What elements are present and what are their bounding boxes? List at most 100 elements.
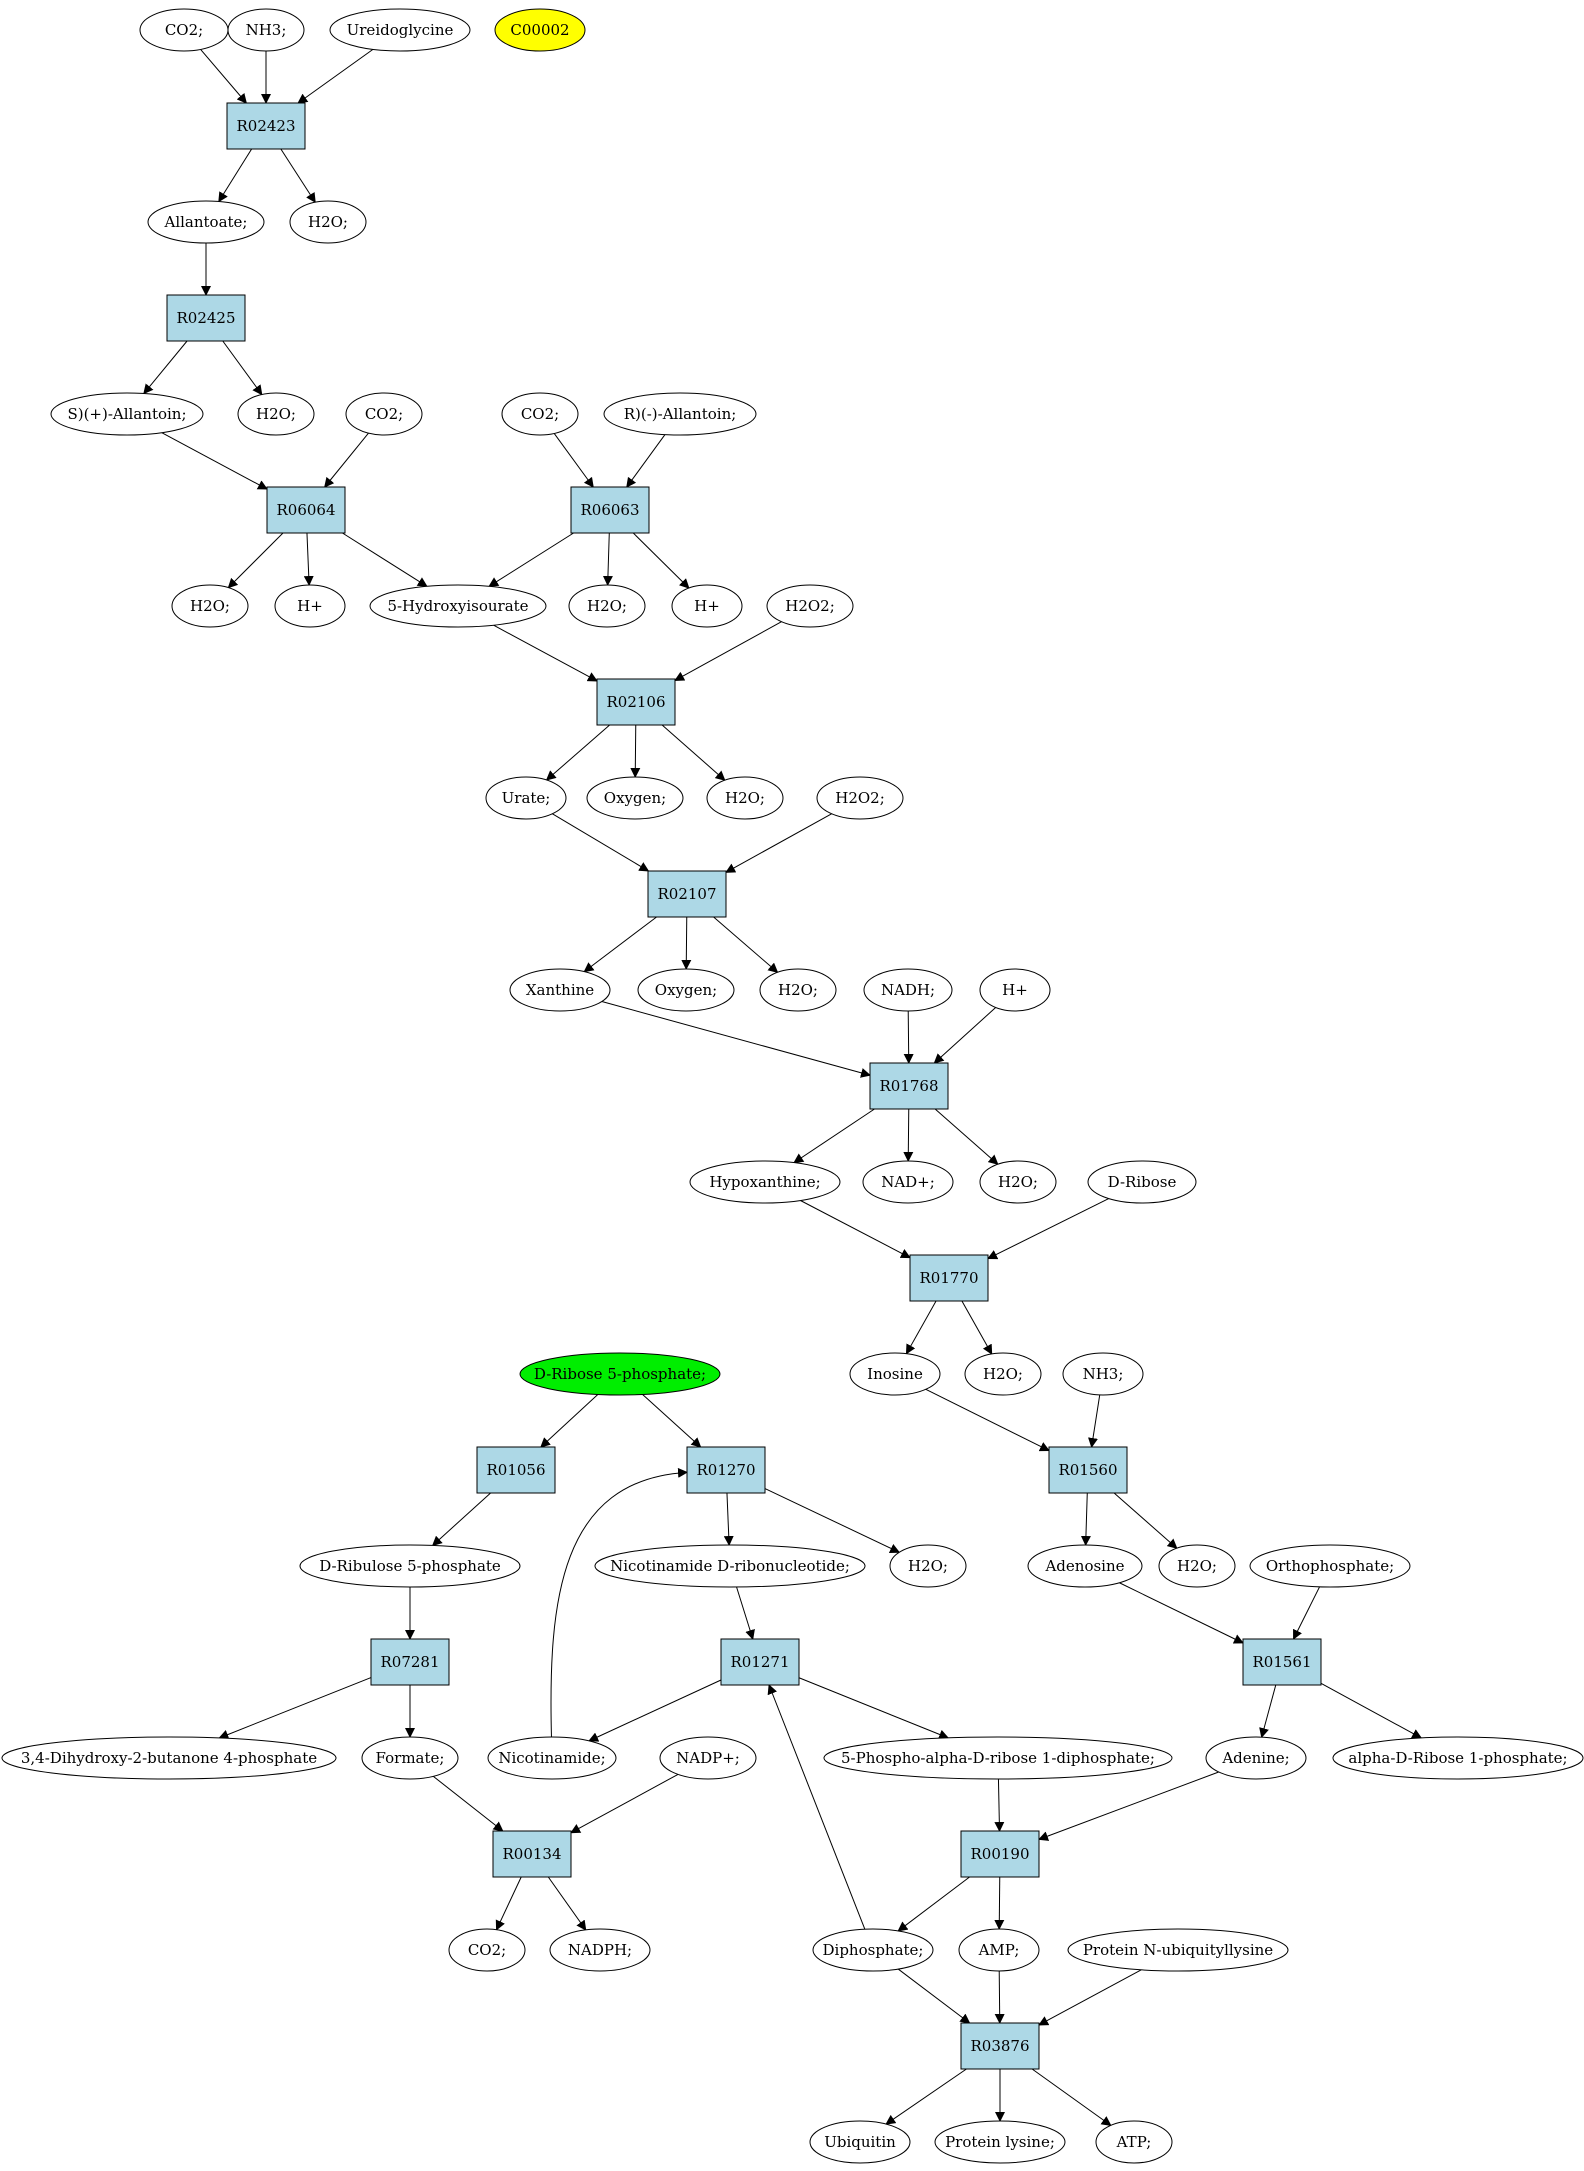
reaction-box — [492, 1830, 572, 1878]
node-label: Inosine — [867, 1365, 923, 1383]
node-label: Diphosphate; — [823, 1941, 924, 1959]
edge-diphosphate-to-r01271 — [767, 1684, 866, 1930]
node-label: R02107 — [657, 885, 716, 903]
node-label: 5-Phospho-alpha-D-ribose 1-diphosphate; — [841, 1749, 1155, 1767]
compound-node-diphosphate: Diphosphate; — [812, 1928, 934, 1972]
edge-r02106-to-urate — [545, 724, 610, 781]
edge-r06063-to-hydroxy — [488, 532, 574, 587]
compound-ellipse — [1158, 1544, 1236, 1588]
node-label: Protein N-ubiquityllysine — [1083, 1941, 1273, 1959]
node-label: H+ — [1002, 981, 1028, 999]
compound-ellipse — [1067, 1928, 1289, 1972]
compound-ellipse — [849, 1352, 941, 1396]
compound-node-ru5p: D-Ribulose 5-phosphate — [299, 1544, 521, 1588]
compound-ellipse — [1027, 1544, 1143, 1588]
edge-r02107-to-xanthine — [583, 916, 657, 973]
node-label: R01770 — [919, 1269, 978, 1287]
reaction-box — [960, 2022, 1040, 2070]
compound-node-allantoate: Allantoate; — [147, 200, 265, 244]
compound-ellipse — [50, 392, 204, 436]
edge-r02107-to-oxygen_b — [681, 916, 692, 971]
compound-node-dribose: D-Ribose — [1087, 1160, 1197, 1204]
compound-node-protlys: Protein lysine; — [934, 2120, 1066, 2164]
node-label: R03876 — [970, 2037, 1029, 2055]
edge-co2_b-to-r06064 — [324, 432, 369, 488]
node-label: Xanthine — [526, 981, 594, 999]
compound-ellipse — [863, 968, 953, 1012]
compound-node-nadplus: NAD+; — [862, 1160, 954, 1204]
edge-amp-to-r03876 — [994, 1970, 1005, 2024]
compound-ellipse — [862, 1160, 954, 1204]
compound-node-hplus_c: H+ — [979, 968, 1051, 1012]
edge-r06064-to-hydroxy — [342, 532, 428, 587]
compound-node-formate: Formate; — [361, 1736, 459, 1780]
node-label: Adenine; — [1221, 1749, 1289, 1767]
node-label: H+ — [297, 597, 323, 615]
compound-ellipse — [274, 584, 346, 628]
compound-ellipse — [586, 776, 684, 820]
compound-node-r5p: D-Ribose 5-phosphate; — [519, 1352, 721, 1396]
node-label: alpha-D-Ribose 1-phosphate; — [1348, 1749, 1567, 1767]
node-label: S)(+)-Allantoin; — [67, 405, 186, 423]
compound-node-c00002: C00002 — [494, 8, 586, 52]
compound-ellipse — [979, 1160, 1057, 1204]
edge-r01056-to-ru5p — [431, 1492, 491, 1547]
reaction-box — [869, 1062, 949, 1110]
edge-prpp-to-r00190 — [994, 1778, 1005, 1832]
compound-node-oxygen_b: Oxygen; — [637, 968, 735, 1012]
node-label: H+ — [694, 597, 720, 615]
compound-ellipse — [329, 8, 471, 52]
edge-dribose-to-r01770 — [987, 1198, 1109, 1260]
node-label: D-Ribose — [1108, 1173, 1177, 1191]
compound-node-h2o_g: H2O; — [979, 1160, 1057, 1204]
compound-ellipse — [979, 968, 1051, 1012]
node-label: Ubiquitin — [824, 2133, 896, 2151]
compound-node-ureido: Ureidoglycine — [329, 8, 471, 52]
compound-ellipse — [1095, 2120, 1173, 2164]
reaction-node-r02106: R02106 — [596, 678, 676, 726]
node-label: R01768 — [879, 1077, 938, 1095]
edge-r01560-to-adenosine — [1080, 1492, 1091, 1547]
reaction-box — [1242, 1638, 1322, 1686]
node-label: Oxygen; — [655, 981, 717, 999]
edge-ortho-to-r01561 — [1293, 1586, 1321, 1640]
compound-node-nicotinamide: Nicotinamide; — [487, 1736, 617, 1780]
compound-ellipse — [361, 1736, 459, 1780]
edge-r01768-to-nadplus — [903, 1108, 914, 1163]
compound-ellipse — [494, 8, 586, 52]
reaction-node-r02423: R02423 — [226, 102, 306, 150]
compound-ellipse — [766, 584, 854, 628]
compound-ellipse — [509, 968, 611, 1012]
compound-ellipse — [934, 2120, 1066, 2164]
compound-node-nadpplus: NADP+; — [659, 1736, 757, 1780]
reaction-box — [720, 1638, 800, 1686]
node-label: H2O; — [778, 981, 818, 999]
node-label: H2O; — [908, 1557, 948, 1575]
compound-ellipse — [171, 584, 249, 628]
edge-r03876-to-atp — [1031, 2068, 1112, 2126]
edge-inosine-to-r01560 — [925, 1388, 1050, 1452]
compound-node-amp: AMP; — [958, 1928, 1040, 1972]
reaction-box — [370, 1638, 450, 1686]
edge-protubi-to-r03876 — [1038, 1969, 1142, 2026]
node-label: NAD+; — [881, 1173, 935, 1191]
edge-adenosine-to-r01561 — [1119, 1582, 1244, 1644]
node-label: H2O; — [190, 597, 230, 615]
compound-node-nh3_b: NH3; — [1062, 1352, 1144, 1396]
node-label: 3,4-Dihydroxy-2-butanone 4-phosphate — [21, 1749, 317, 1767]
edges-layer — [143, 48, 1423, 2126]
reaction-node-r07281: R07281 — [370, 1638, 450, 1686]
compound-ellipse — [147, 200, 265, 244]
edge-r06064-to-h2o_c — [227, 532, 284, 589]
node-label: Urate; — [502, 789, 551, 807]
compound-node-h2o_c: H2O; — [171, 584, 249, 628]
node-label: H2O2; — [785, 597, 835, 615]
reaction-node-r01560: R01560 — [1048, 1446, 1128, 1494]
node-label: R00190 — [970, 1845, 1029, 1863]
edge-co2_c-to-r06063 — [553, 433, 594, 488]
compound-ellipse — [671, 584, 743, 628]
edge-r00190-to-diphosphate — [897, 1876, 970, 1932]
compound-node-h2o_i: H2O; — [1158, 1544, 1236, 1588]
compound-node-hypoxanthine: Hypoxanthine; — [689, 1160, 841, 1204]
